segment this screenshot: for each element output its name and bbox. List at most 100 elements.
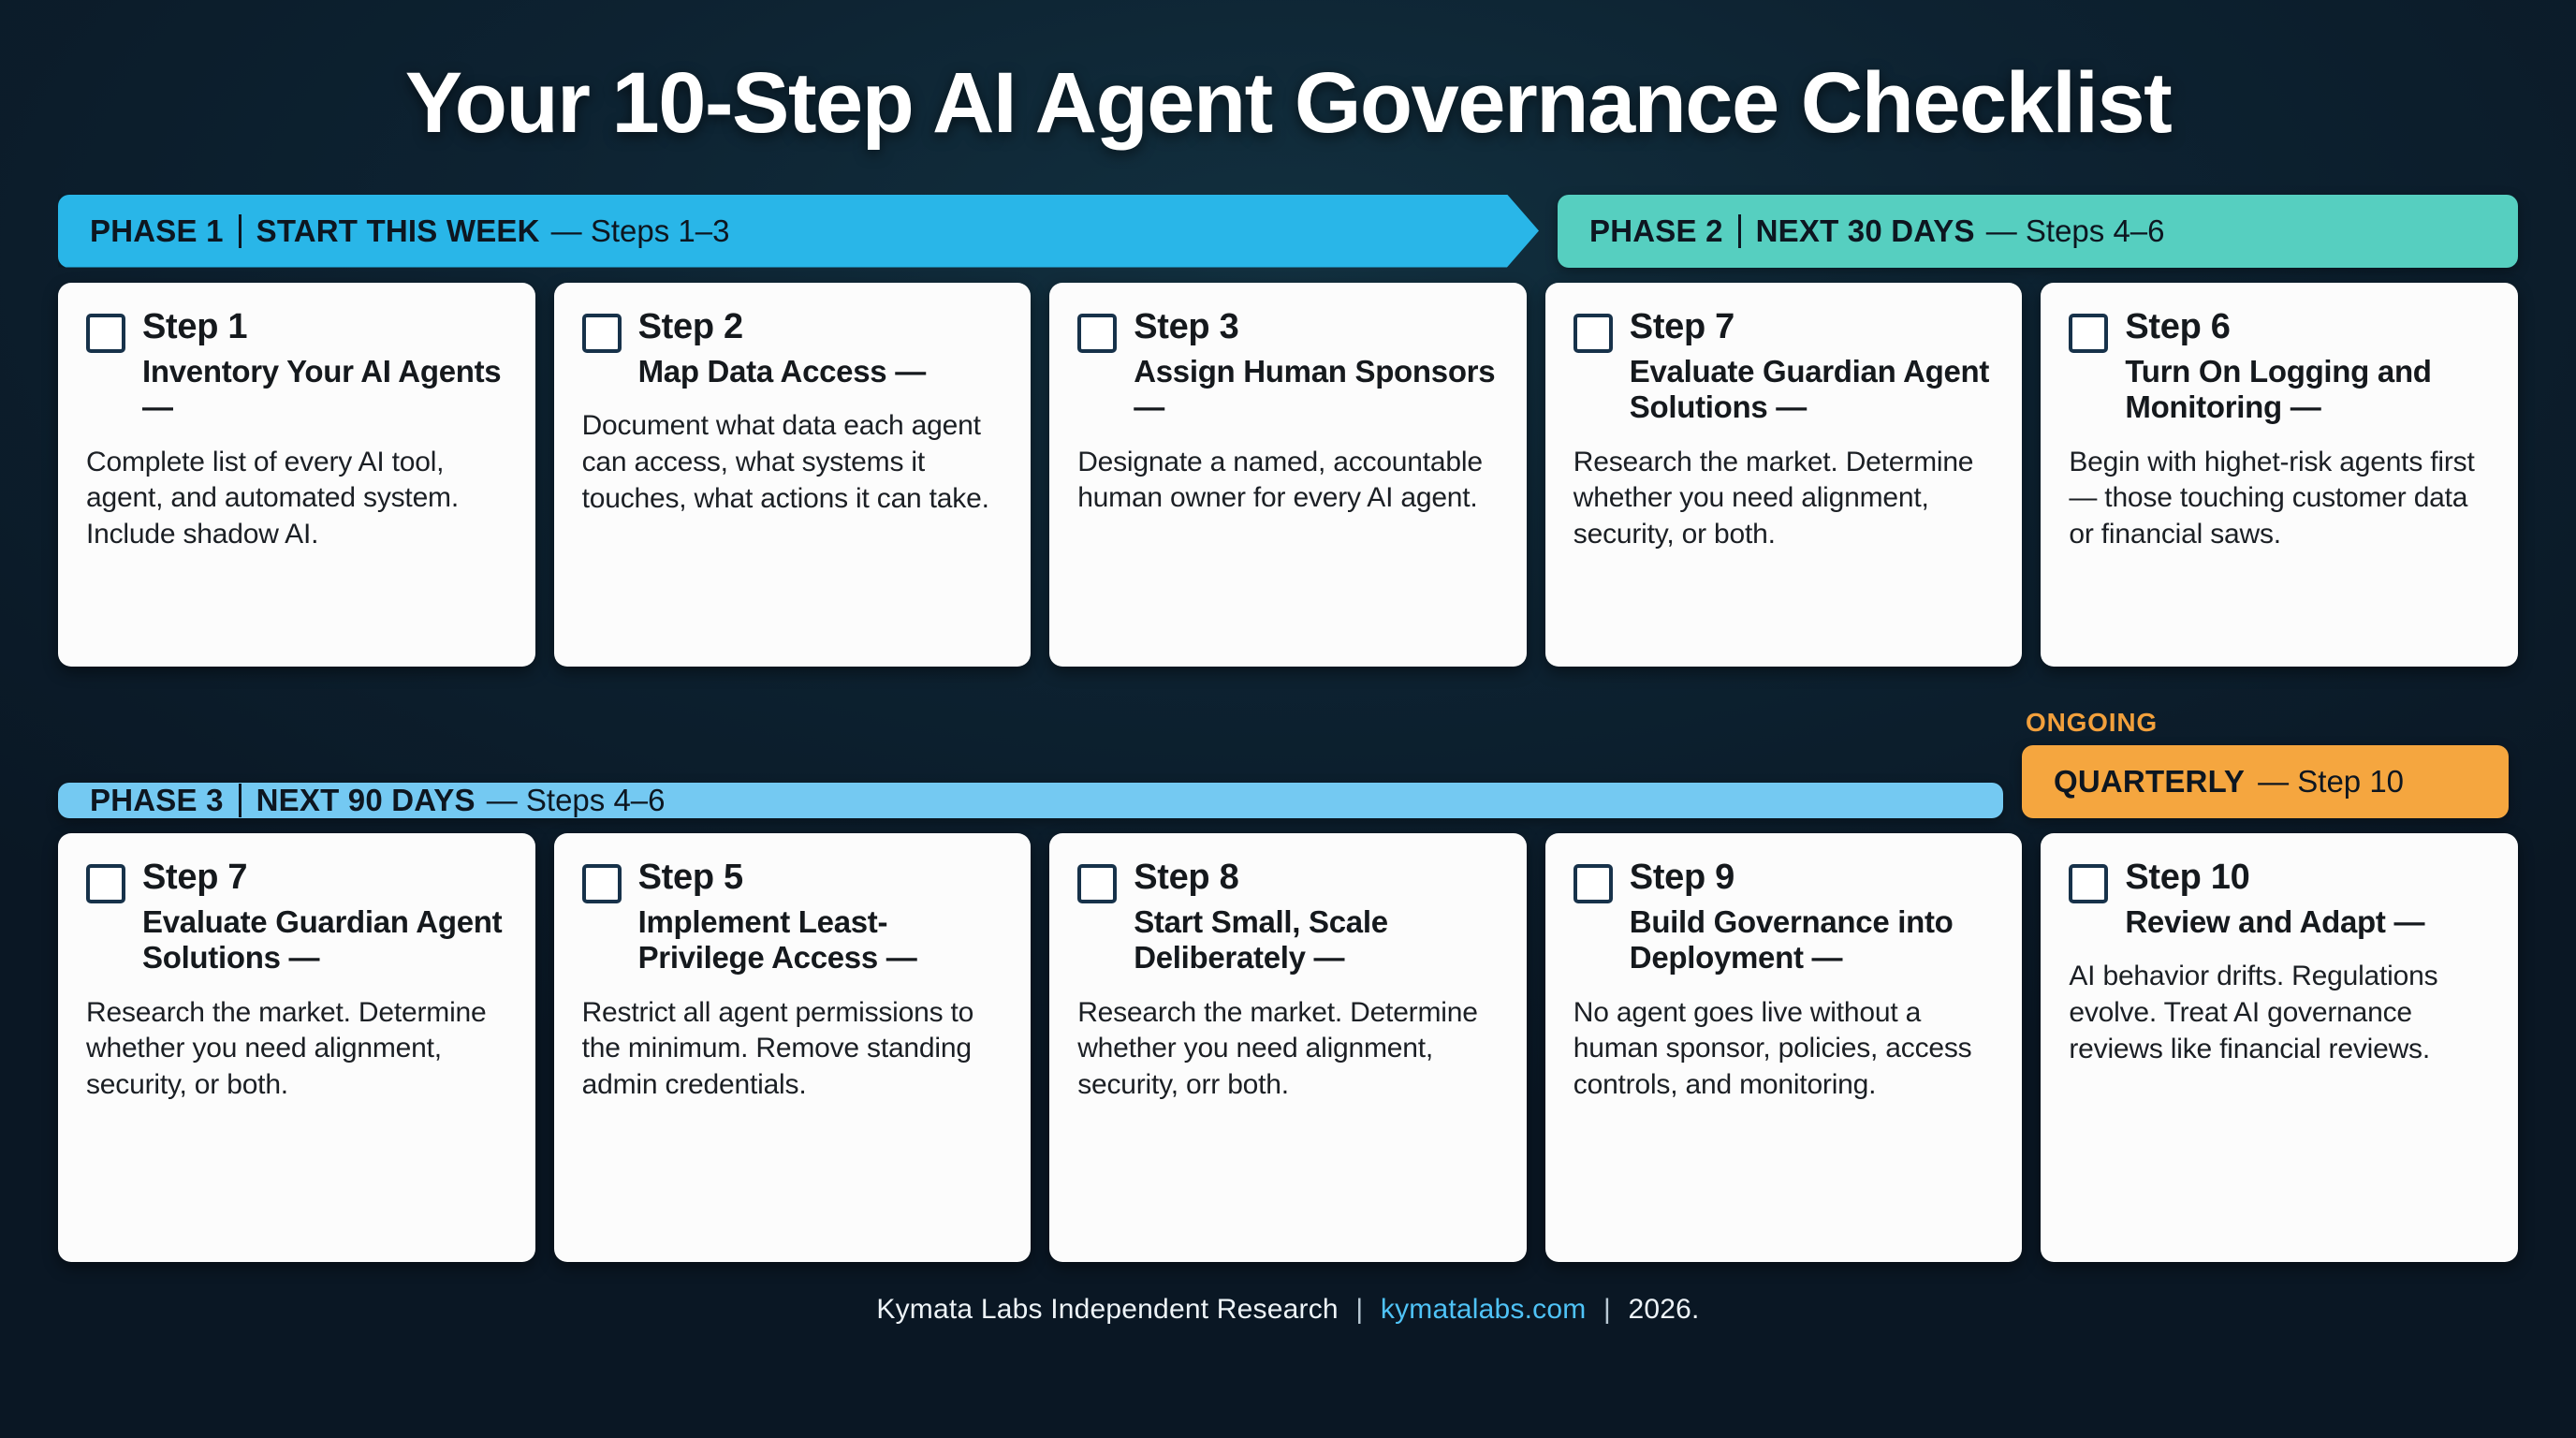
step-card[interactable]: Step 6 Turn On Logging and Monitoring — … — [2041, 282, 2518, 667]
card-head: Step 3 Assign Human Sponsors — — [1077, 307, 1499, 426]
step-title: Implement Least-Privilege Access — — [637, 904, 917, 976]
step-description: Restrict all agent permissions to the mi… — [581, 996, 974, 1100]
checkbox-icon[interactable] — [1077, 313, 1118, 353]
banner-phase-1-separator — [239, 214, 242, 248]
step-number-label: Step 7 — [142, 857, 248, 897]
checkbox-icon[interactable] — [1573, 313, 1613, 353]
card-head: Step 5 Implement Least-Privilege Access … — [581, 858, 1003, 976]
page-title: Your 10-Step AI Agent Governance Checkli… — [404, 55, 2173, 151]
banner-phase-1-range: — Steps 1–3 — [550, 213, 730, 248]
banner-quarterly-range: — Step 10 — [2258, 763, 2405, 799]
footer-separator-1: | — [1355, 1293, 1364, 1325]
step-description: Research the market. Determine whether y… — [1077, 996, 1478, 1100]
ongoing-column: ONGOING QUARTERLY — Step 10 — [2022, 708, 2509, 818]
step-title: Evaluate Guardian Agent Solutions — — [1629, 354, 1990, 425]
card-body: Step 5 Implement Least-Privilege Access … — [638, 858, 1003, 976]
phase-banner-row-1: PHASE 1 START THIS WEEK — Steps 1–3 PHAS… — [58, 194, 2518, 268]
step-description: AI behavior drifts. Regulations evolve. … — [2069, 961, 2438, 1064]
step-number-label: Step 10 — [2125, 857, 2250, 897]
step-description: Document what data each agent can access… — [581, 410, 989, 514]
step-description: Complete list of every AI tool, agent, a… — [86, 446, 459, 550]
step-title: Map Data Access — — [637, 354, 927, 389]
checkbox-icon[interactable] — [86, 863, 125, 903]
card-body: Step 1 Inventory Your AI Agents — — [142, 307, 507, 426]
card-row-2: Step 7 Evaluate Guardian Agent Solutions… — [58, 832, 2518, 1262]
banner-quarterly: QUARTERLY — Step 10 — [2022, 744, 2509, 818]
footer: Kymata Labs Independent Research | kymat… — [58, 1294, 2518, 1326]
step-card[interactable]: Step 10 Review and Adapt — AI behavior d… — [2041, 832, 2518, 1262]
step-title: Evaluate Guardian Agent Solutions — — [142, 904, 503, 976]
step-description: No agent goes live without a human spons… — [1573, 996, 1972, 1100]
step-description: Research the market. Determine whether y… — [86, 996, 487, 1100]
banner-phase-1-name: PHASE 1 — [90, 213, 224, 248]
card-head: Step 9 Build Governance into Deployment … — [1573, 858, 1995, 976]
step-card[interactable]: Step 3 Assign Human Sponsors — Designate… — [1049, 282, 1527, 667]
step-description: Designate a named, accountable human own… — [1077, 446, 1483, 514]
card-head: Step 6 Turn On Logging and Monitoring — — [2069, 307, 2490, 426]
card-body: Step 6 Turn On Logging and Monitoring — — [2125, 307, 2490, 426]
banner-phase-2-name: PHASE 2 — [1589, 213, 1723, 248]
card-body: Step 8 Start Small, Scale Deliberately — — [1134, 858, 1499, 976]
ongoing-label: ONGOING — [2026, 707, 2158, 737]
step-card[interactable]: Step 1 Inventory Your AI Agents — Comple… — [58, 282, 535, 667]
step-number-label: Step 5 — [637, 857, 744, 897]
banner-phase-2-separator — [1737, 213, 1741, 248]
banner-quarterly-name: QUARTERLY — [2054, 763, 2246, 799]
step-number-label: Step 7 — [1629, 306, 1735, 346]
card-head: Step 8 Start Small, Scale Deliberately — — [1077, 858, 1499, 976]
step-card[interactable]: Step 7 Evaluate Guardian Agent Solutions… — [58, 832, 535, 1262]
banner-phase-3-subtitle: NEXT 90 DAYS — [256, 782, 476, 817]
card-body: Step 3 Assign Human Sponsors — — [1134, 307, 1499, 426]
banner-phase-2-range: — Steps 4–6 — [1985, 213, 2165, 248]
banner-phase-2-subtitle: NEXT 30 DAYS — [1755, 213, 1975, 248]
card-body: Step 7 Evaluate Guardian Agent Solutions… — [142, 858, 507, 976]
card-body: Step 2 Map Data Access — — [637, 306, 927, 390]
step-card[interactable]: Step 9 Build Governance into Deployment … — [1544, 832, 2023, 1262]
step-description: Begin with highet-risk agents first — th… — [2069, 446, 2475, 550]
card-body: Step 10 Review and Adapt — — [2125, 858, 2424, 941]
card-head: Step 7 Evaluate Guardian Agent Solutions… — [86, 858, 507, 976]
step-title: Inventory Your AI Agents — — [142, 354, 502, 425]
step-title: Start Small, Scale Deliberately — — [1134, 904, 1388, 976]
checkbox-icon[interactable] — [1573, 863, 1613, 903]
checkbox-icon[interactable] — [2069, 313, 2109, 353]
step-title: Turn On Logging and Monitoring — — [2125, 354, 2432, 425]
step-number-label: Step 8 — [1134, 857, 1239, 897]
step-title: Build Governance into Deployment — — [1629, 904, 1954, 976]
card-head: Step 10 Review and Adapt — — [2069, 858, 2490, 941]
step-description: Research the market. Determine whether y… — [1573, 446, 1974, 550]
card-row-1: Step 1 Inventory Your AI Agents — Comple… — [58, 282, 2518, 667]
step-title: Review and Adapt — — [2125, 904, 2425, 940]
step-card[interactable]: Step 2 Map Data Access — Document what d… — [553, 282, 1032, 667]
step-number-label: Step 1 — [142, 306, 248, 346]
banner-phase-3-name: PHASE 3 — [90, 782, 224, 817]
banner-phase-3-separator — [238, 783, 242, 817]
banner-phase-1-subtitle: START THIS WEEK — [256, 213, 540, 248]
phase-banner-row-2: PHASE 3 NEXT 90 DAYS — Steps 4–6 ONGOING… — [58, 708, 2518, 818]
card-body: Step 9 Build Governance into Deployment … — [1630, 858, 1995, 976]
banner-phase-2: PHASE 2 NEXT 30 DAYS — Steps 4–6 — [1558, 194, 2518, 268]
step-number-label: Step 2 — [637, 306, 744, 346]
step-card[interactable]: Step 8 Start Small, Scale Deliberately —… — [1049, 832, 1527, 1262]
footer-separator-2: | — [1603, 1293, 1611, 1325]
card-head: Step 2 Map Data Access — — [581, 306, 1003, 390]
footer-source: Kymata Labs Independent Research — [876, 1293, 1339, 1325]
card-head: Step 7 Evaluate Guardian Agent Solutions… — [1573, 307, 1995, 426]
checkbox-icon[interactable] — [581, 313, 622, 353]
step-title: Assign Human Sponsors — — [1134, 354, 1496, 425]
step-card[interactable]: Step 7 Evaluate Guardian Agent Solutions… — [1544, 282, 2023, 667]
checkbox-icon[interactable] — [86, 313, 125, 353]
step-card[interactable]: Step 5 Implement Least-Privilege Access … — [553, 832, 1032, 1262]
step-number-label: Step 9 — [1629, 857, 1735, 897]
checkbox-icon[interactable] — [581, 863, 622, 903]
checkbox-icon[interactable] — [2069, 863, 2109, 903]
banner-phase-1: PHASE 1 START THIS WEEK — Steps 1–3 — [58, 195, 1539, 268]
card-body: Step 7 Evaluate Guardian Agent Solutions… — [1630, 307, 1995, 426]
checkbox-icon[interactable] — [1077, 863, 1118, 903]
card-head: Step 1 Inventory Your AI Agents — — [86, 307, 507, 426]
banner-phase-3: PHASE 3 NEXT 90 DAYS — Steps 4–6 — [58, 782, 2003, 818]
step-number-label: Step 3 — [1134, 306, 1239, 346]
footer-year: 2026. — [1628, 1293, 1700, 1325]
footer-website-link[interactable]: kymatalabs.com — [1380, 1293, 1587, 1325]
